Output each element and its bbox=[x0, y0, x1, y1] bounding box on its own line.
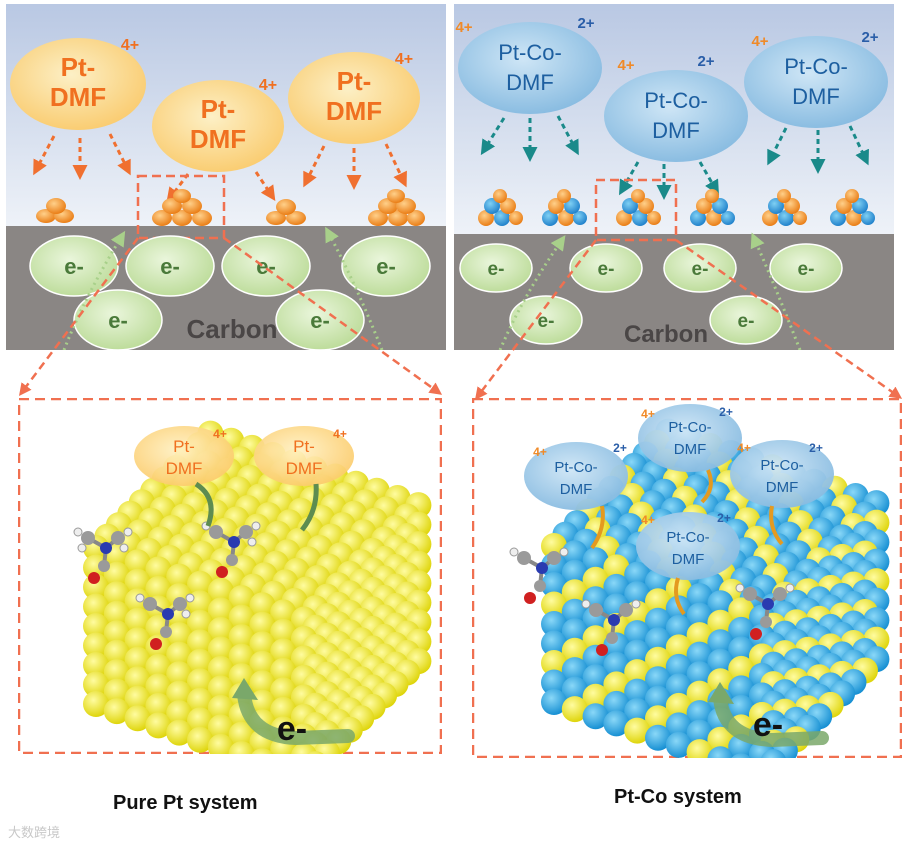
pure-pt-surface-zoom: Pt- DMF 4+ Pt- DMF 4+ e- bbox=[18, 398, 442, 754]
svg-text:e-: e- bbox=[277, 710, 307, 748]
svg-text:2+: 2+ bbox=[717, 511, 731, 525]
svg-text:e-: e- bbox=[692, 259, 709, 280]
svg-text:DMF: DMF bbox=[286, 459, 323, 478]
svg-text:Pt-Co-: Pt-Co- bbox=[760, 457, 803, 474]
svg-text:Pt-Co-: Pt-Co- bbox=[668, 419, 711, 436]
svg-text:e-: e- bbox=[798, 259, 815, 280]
svg-text:2+: 2+ bbox=[719, 405, 733, 419]
pt-co-scheme-svg: Pt-Co- DMF 4+ 2+ Pt-Co- DMF 4+ 2+ Pt-Co-… bbox=[454, 4, 894, 350]
pure-pt-deposition-scheme: Pt- DMF 4+ Pt- DMF 4+ Pt- DMF 4+ bbox=[6, 4, 446, 350]
svg-text:e-: e- bbox=[310, 308, 330, 333]
svg-text:4+: 4+ bbox=[641, 513, 655, 527]
carbon-label: Carbon bbox=[187, 314, 278, 344]
svg-text:Pt-Co-: Pt-Co- bbox=[784, 54, 848, 79]
svg-text:DMF: DMF bbox=[326, 96, 382, 126]
svg-text:4+: 4+ bbox=[333, 427, 347, 441]
pure-pt-scheme-svg: Pt- DMF 4+ Pt- DMF 4+ Pt- DMF 4+ bbox=[6, 4, 446, 350]
svg-text:DMF: DMF bbox=[506, 70, 554, 95]
svg-text:2+: 2+ bbox=[577, 15, 594, 32]
pure-pt-surface-svg: Pt- DMF 4+ Pt- DMF 4+ e- bbox=[18, 398, 442, 754]
svg-text:2+: 2+ bbox=[809, 441, 823, 455]
svg-text:4+: 4+ bbox=[259, 77, 277, 94]
svg-text:4+: 4+ bbox=[213, 427, 227, 441]
svg-text:DMF: DMF bbox=[190, 124, 246, 154]
svg-text:DMF: DMF bbox=[50, 82, 106, 112]
pt-co-dmf-ion-3: Pt-Co- DMF 4+ 2+ bbox=[744, 29, 888, 128]
svg-text:e-: e- bbox=[598, 259, 615, 280]
pt-co-caption: Pt-Co system bbox=[614, 786, 742, 809]
svg-text:e-: e- bbox=[64, 254, 84, 279]
svg-text:e-: e- bbox=[488, 259, 505, 280]
svg-text:DMF: DMF bbox=[792, 84, 840, 109]
svg-text:DMF: DMF bbox=[652, 118, 700, 143]
svg-text:e-: e- bbox=[738, 311, 755, 332]
svg-text:e-: e- bbox=[753, 706, 783, 744]
svg-text:e-: e- bbox=[108, 308, 128, 333]
svg-text:4+: 4+ bbox=[455, 19, 472, 36]
carbon-label: Carbon bbox=[624, 321, 708, 348]
svg-text:Pt-: Pt- bbox=[293, 437, 315, 456]
svg-text:DMF: DMF bbox=[766, 479, 799, 496]
svg-text:e-: e- bbox=[376, 254, 396, 279]
pt-co-dmf-ion-small-1: Pt-Co- DMF 4+ 2+ bbox=[524, 441, 628, 510]
svg-text:DMF: DMF bbox=[560, 481, 593, 498]
svg-text:DMF: DMF bbox=[674, 441, 707, 458]
watermark: 大数跨境 bbox=[8, 822, 60, 841]
svg-text:Pt-: Pt- bbox=[173, 437, 195, 456]
svg-text:Pt-Co-: Pt-Co- bbox=[666, 529, 709, 546]
pure-pt-caption: Pure Pt system bbox=[113, 792, 258, 815]
svg-text:DMF: DMF bbox=[166, 459, 203, 478]
svg-text:4+: 4+ bbox=[533, 445, 547, 459]
pt-co-deposition-scheme: Pt-Co- DMF 4+ 2+ Pt-Co- DMF 4+ 2+ Pt-Co-… bbox=[454, 4, 894, 350]
svg-text:DMF: DMF bbox=[672, 551, 705, 568]
svg-text:e-: e- bbox=[256, 254, 276, 279]
svg-text:2+: 2+ bbox=[697, 53, 714, 70]
pt-co-dmf-ion-small-2: Pt-Co- DMF 4+ 2+ bbox=[638, 404, 742, 472]
svg-text:Pt-Co-: Pt-Co- bbox=[498, 40, 562, 65]
pt-co-surface-svg: Pt-Co- DMF 4+ 2+ Pt-Co- DMF 4+ 2+ Pt-Co-… bbox=[472, 398, 902, 758]
pt-co-dmf-ion-small-4: Pt-Co- DMF 4+ 2+ bbox=[636, 511, 740, 580]
svg-text:e-: e- bbox=[538, 311, 555, 332]
pt-co-dmf-ion-small-3: Pt-Co- DMF 4+ 2+ bbox=[730, 440, 834, 508]
pt-co-surface-zoom: Pt-Co- DMF 4+ 2+ Pt-Co- DMF 4+ 2+ Pt-Co-… bbox=[472, 398, 902, 758]
svg-text:2+: 2+ bbox=[613, 441, 627, 455]
svg-text:4+: 4+ bbox=[751, 33, 768, 50]
pt-dmf-ion-small-2: Pt- DMF 4+ bbox=[254, 426, 354, 486]
svg-text:e-: e- bbox=[160, 254, 180, 279]
svg-text:Pt-: Pt- bbox=[201, 94, 236, 124]
svg-text:4+: 4+ bbox=[121, 37, 139, 54]
svg-text:2+: 2+ bbox=[861, 29, 878, 46]
svg-text:Pt-: Pt- bbox=[337, 66, 372, 96]
svg-text:4+: 4+ bbox=[395, 51, 413, 68]
svg-text:4+: 4+ bbox=[737, 441, 751, 455]
svg-text:4+: 4+ bbox=[617, 57, 634, 74]
svg-text:Pt-Co-: Pt-Co- bbox=[554, 459, 597, 476]
svg-text:4+: 4+ bbox=[641, 407, 655, 421]
svg-text:Pt-Co-: Pt-Co- bbox=[644, 88, 708, 113]
pt-dmf-ion-small-1: Pt- DMF 4+ bbox=[134, 426, 234, 486]
svg-text:Pt-: Pt- bbox=[61, 52, 96, 82]
